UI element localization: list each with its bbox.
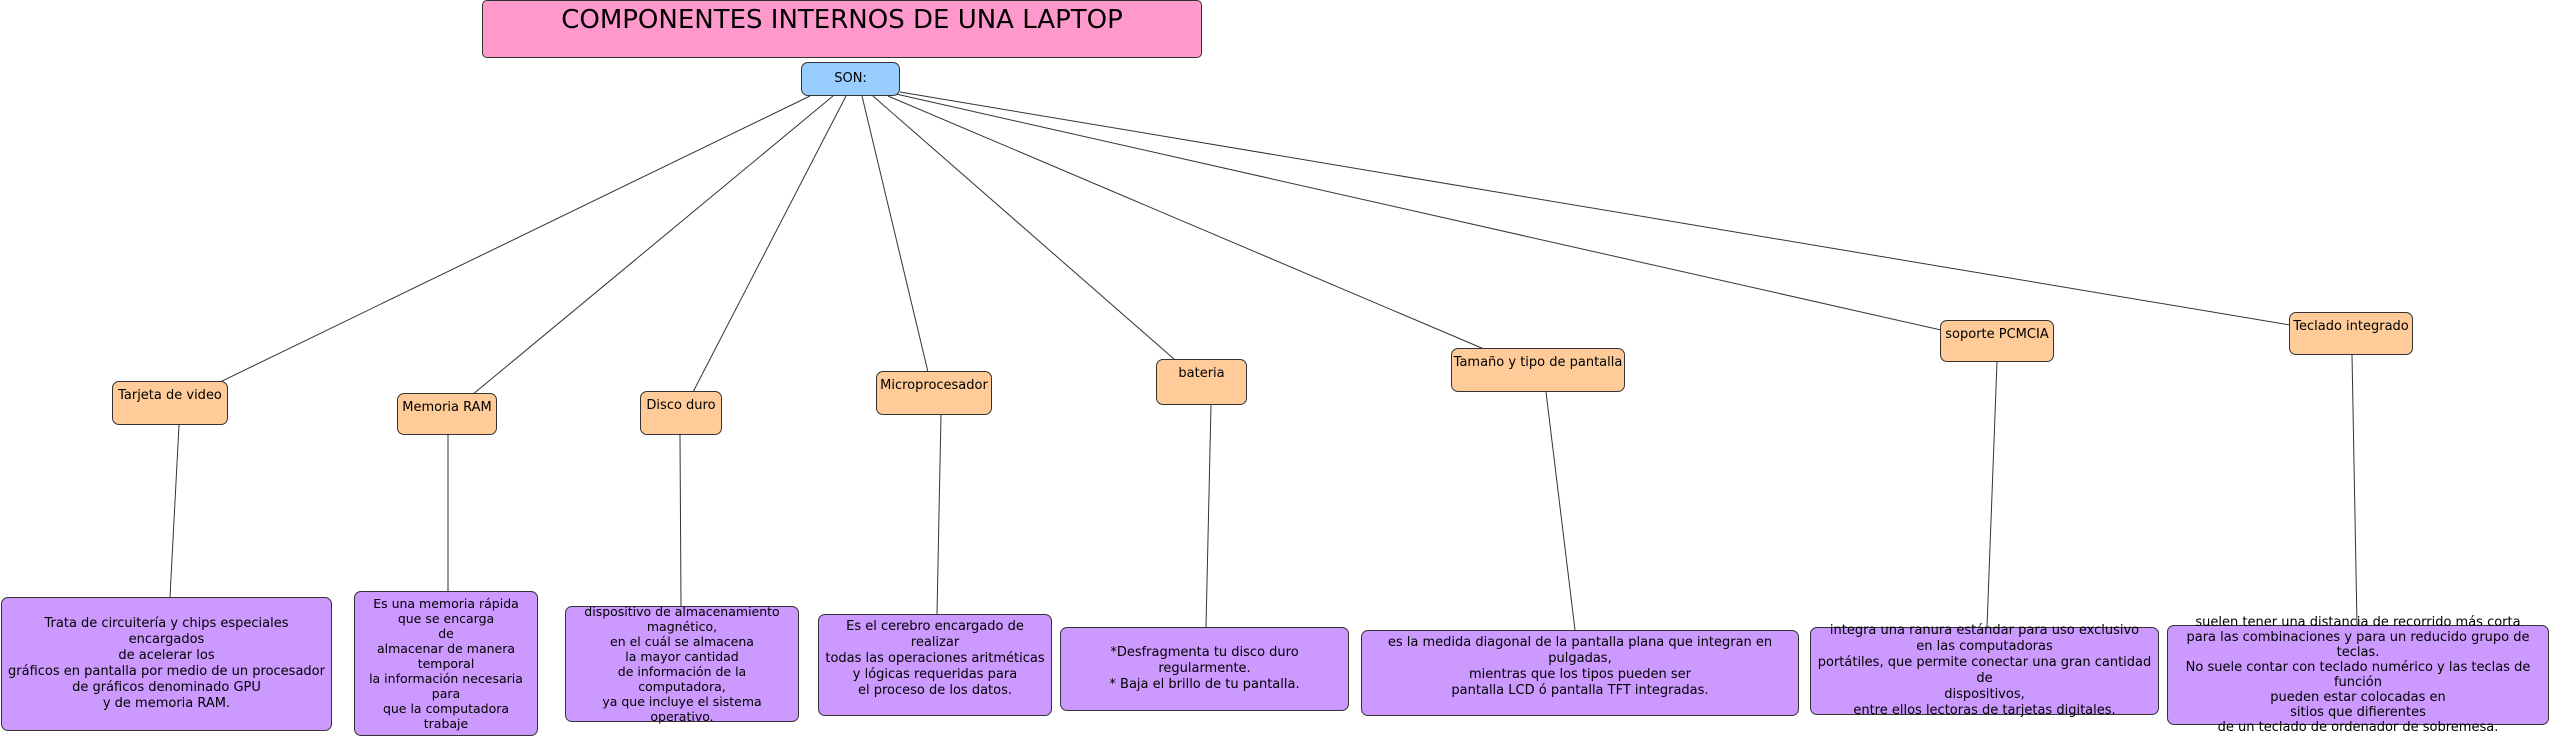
description-disco-duro: dispositivo de almacenamiento magnético,… [565, 604, 799, 724]
concept-disco-duro: Disco duro [640, 391, 722, 435]
connector-teclado-desc [2351, 354, 2358, 626]
connector-root-teclado [899, 91, 2291, 326]
connector-disco-desc [679, 434, 682, 607]
concept-tarjeta-de-video: Tarjeta de video [112, 381, 228, 425]
description-bateria: *Desfragmenta tu disco duro regularmente… [1060, 627, 1349, 711]
connector-micro-desc [936, 413, 942, 615]
concept-tamano-tipo-pantalla: Tamaño y tipo de pantalla [1451, 348, 1625, 392]
root-node-son: SON: [801, 62, 900, 96]
connector-root-video [217, 95, 811, 384]
connector-bateria-desc [1205, 404, 1212, 628]
description-memoria-ram: Es una memoria rápida que se encarga de … [354, 591, 538, 736]
description-tarjeta-de-video: Trata de circuitería y chips especiales … [1, 597, 332, 731]
concept-soporte-pcmcia: soporte PCMCIA [1940, 320, 2054, 362]
connector-root-pcmcia [895, 93, 1942, 331]
connector-root-ram [471, 95, 834, 396]
description-teclado-integrado: suelen tener una distancia de recorrido … [2167, 615, 2549, 735]
concept-microprocesador: Microprocesador [876, 371, 992, 415]
connector-root-micro [861, 95, 929, 373]
connector-pcmcia-desc [1986, 361, 1998, 628]
map-title: COMPONENTES INTERNOS DE UNA LAPTOP [482, 0, 1202, 58]
connector-root-disco [692, 95, 847, 393]
connector-root-bateria [872, 95, 1175, 360]
concept-teclado-integrado: Teclado integrado [2289, 312, 2413, 355]
description-tamano-tipo-pantalla: es la medida diagonal de la pantalla pla… [1361, 630, 1799, 716]
concept-bateria: bateria [1156, 359, 1247, 405]
concept-memoria-ram: Memoria RAM [397, 393, 497, 435]
description-microprocesador: Es el cerebro encargado de realizar toda… [818, 614, 1052, 716]
connector-pantalla-desc [1545, 391, 1576, 631]
connector-video-desc [169, 424, 180, 598]
connector-root-pantalla [887, 95, 1485, 350]
description-soporte-pcmcia: integra una ranura estándar para uso exc… [1810, 623, 2159, 718]
